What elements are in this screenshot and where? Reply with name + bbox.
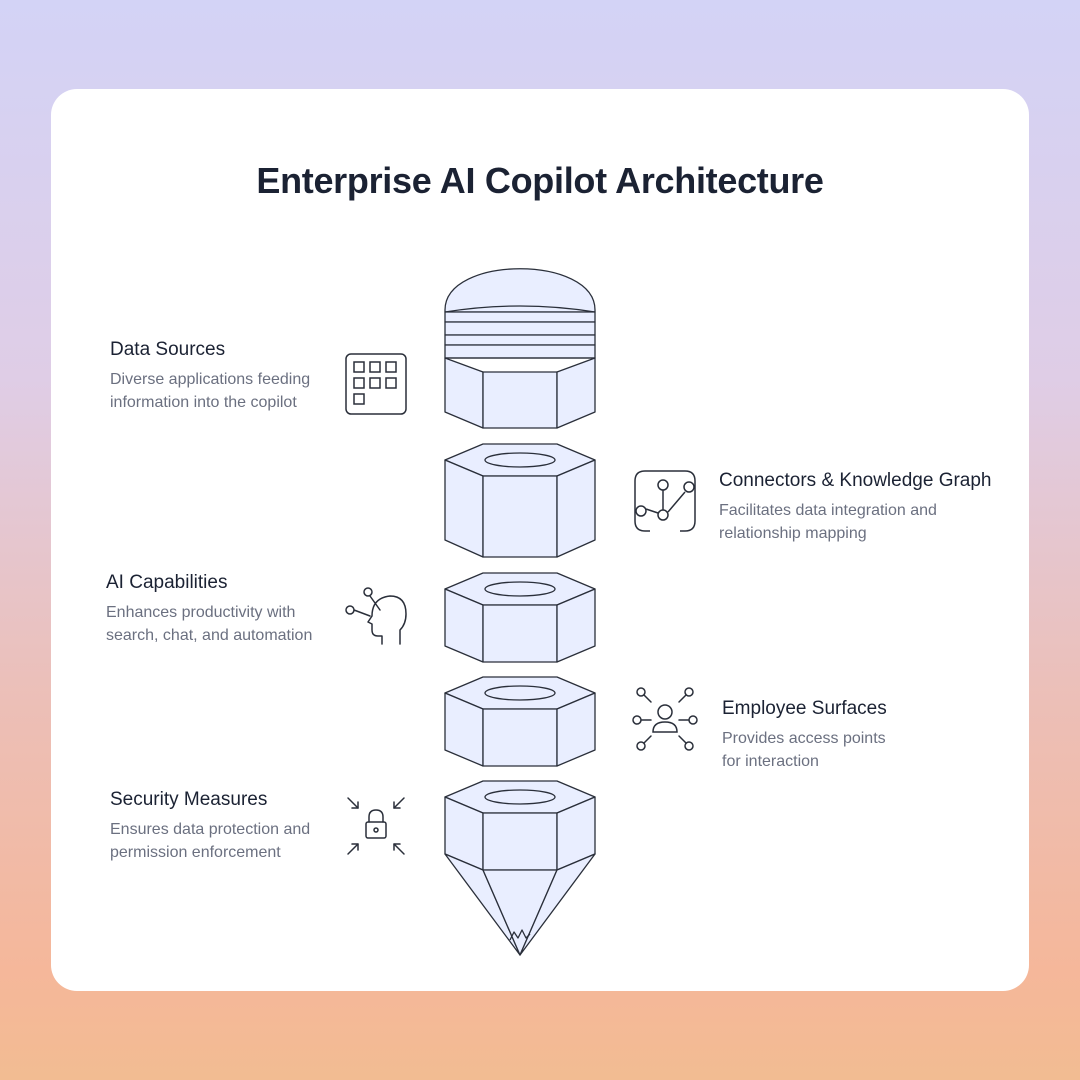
- stack-layer-employee-surfaces: [444, 676, 596, 767]
- stack-layer-security: [444, 780, 596, 956]
- layer-desc-line1: Provides access points: [722, 730, 886, 747]
- lock-icon: [347, 797, 405, 855]
- stack-layer-connectors: [444, 443, 596, 558]
- layer-desc-line2: search, chat, and automation: [106, 627, 313, 644]
- layer-desc-line2: information into the copilot: [110, 394, 297, 411]
- ai-head-icon: [345, 587, 407, 645]
- label-security-measures: Security Measures Ensures data protectio…: [110, 788, 350, 864]
- label-employee-surfaces: Employee Surfaces Provides access points…: [722, 697, 982, 773]
- knowledge-graph-icon: [634, 470, 696, 532]
- layer-desc-line1: Diverse applications feeding: [110, 371, 311, 388]
- layer-desc-line1: Ensures data protection and: [110, 821, 311, 838]
- stack-layer-ai-capabilities: [444, 572, 596, 663]
- layer-heading: Connectors & Knowledge Graph: [719, 470, 992, 491]
- user-network-icon: [632, 687, 698, 751]
- layer-desc-line1: Enhances productivity with: [106, 604, 296, 621]
- layer-heading: Data Sources: [110, 339, 226, 360]
- layer-heading: Employee Surfaces: [722, 698, 887, 719]
- label-ai-capabilities: AI Capabilities Enhances productivity wi…: [106, 571, 346, 647]
- layer-desc-line2: for interaction: [722, 753, 819, 770]
- stack-layer-data-sources: [444, 268, 596, 429]
- label-data-sources: Data Sources Diverse applications feedin…: [110, 338, 350, 414]
- app-grid-icon: [345, 353, 407, 415]
- label-connectors: Connectors & Knowledge Graph Facilitates…: [719, 469, 1029, 545]
- layer-heading: AI Capabilities: [106, 572, 228, 593]
- layer-desc-line2: permission enforcement: [110, 844, 281, 861]
- page-title: Enterprise AI Copilot Architecture: [256, 160, 824, 201]
- layer-heading: Security Measures: [110, 789, 268, 810]
- layer-desc-line2: relationship mapping: [719, 525, 867, 542]
- layer-desc-line1: Facilitates data integration and: [719, 502, 937, 519]
